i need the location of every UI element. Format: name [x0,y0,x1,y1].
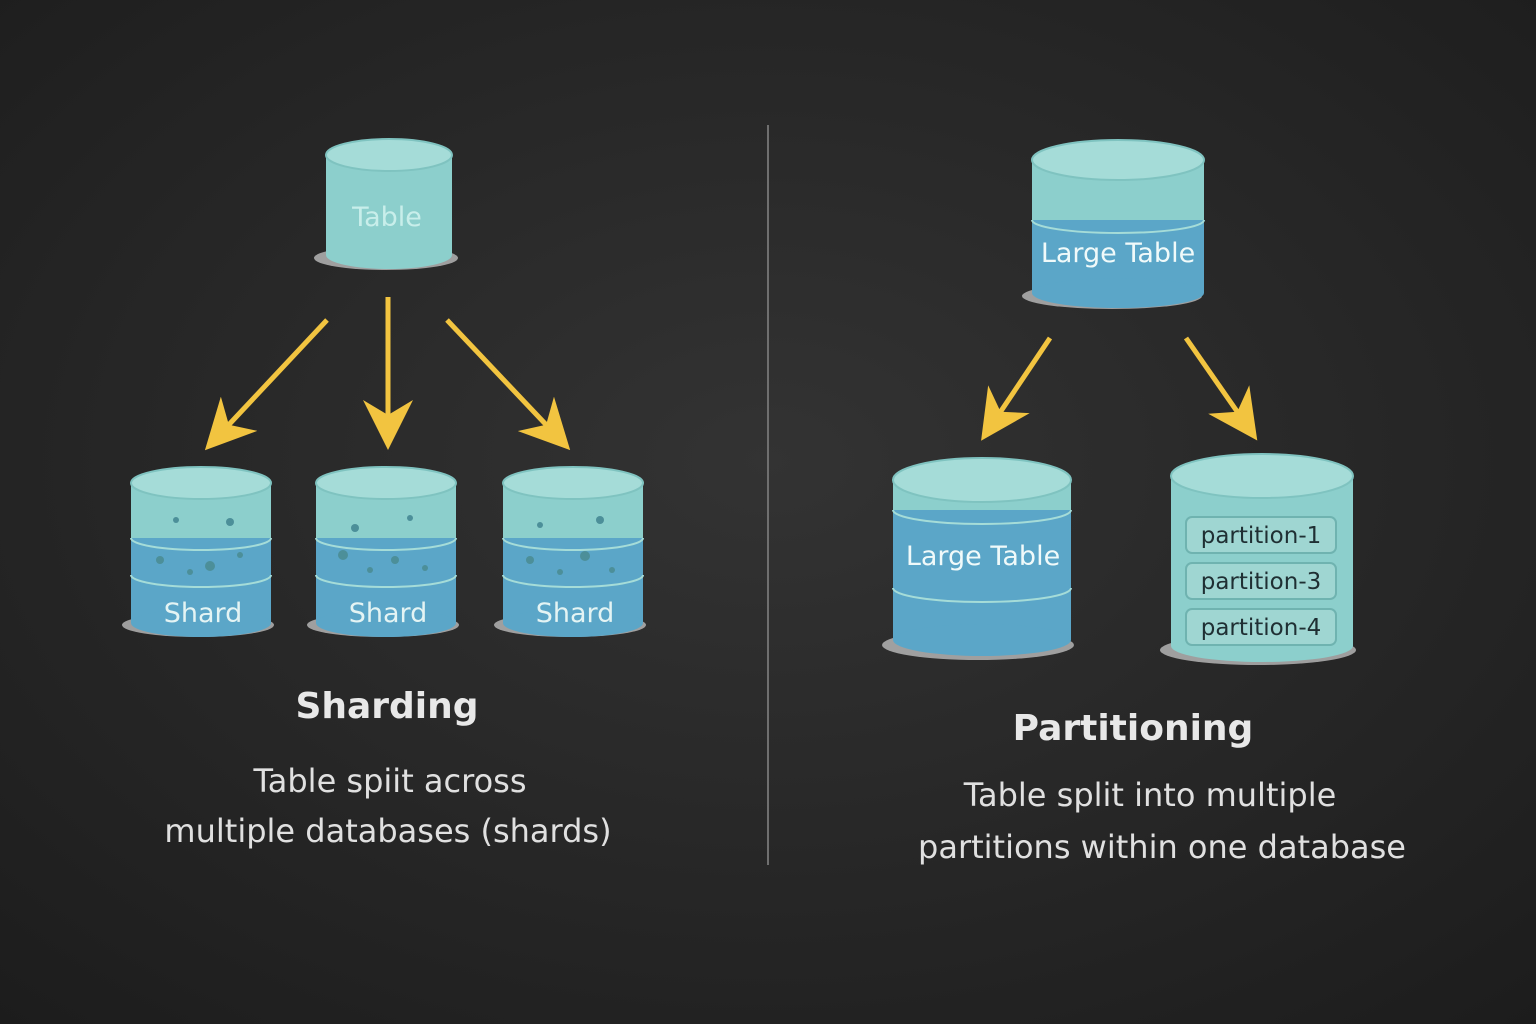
sharding-source-label: Table [351,202,422,233]
partitioning-caption-line-2: partitions within one database [918,828,1406,866]
partitioned-large-table-cylinder: Large Table [882,457,1074,660]
partition-box-1 [1185,516,1337,554]
shard-label-2: Shard [349,598,428,629]
partitioning-arrows [981,336,1258,441]
partitioning-source-label: Large Table [1041,238,1195,269]
partition-box-3 [1185,608,1337,646]
sharding-caption-line-1: Table spiit across [253,762,527,800]
shard-label-1: Shard [164,598,243,629]
shard-cylinder: Shard [494,466,646,637]
arrow-to-partitions [1183,336,1258,441]
arrow-to-shard-1 [204,318,329,451]
shard-cylinder: Shard [307,466,459,637]
arrow-to-large-table [981,336,1053,441]
sharding-source-table: Table [314,138,458,270]
partition-box-2 [1185,562,1337,600]
arrow-to-shard-3 [445,318,571,451]
shard-label-3: Shard [536,598,615,629]
partitioning-caption-line-1: Table split into multiple [963,776,1337,814]
sharding-title: Sharding [295,686,478,727]
partition-label-2: partition-3 [1201,569,1322,595]
partitioning-title: Partitioning [1013,708,1254,749]
partition-label-1: partition-1 [1201,523,1322,549]
sharding-caption-line-2: multiple databases (shards) [164,812,611,850]
partitions-cylinder: partition-1 partition-3 partition-4 [1160,453,1356,665]
shard-cylinder: Shard [122,466,274,637]
partitioning-source-table: Large Table [1022,139,1205,309]
partition-label-3: partition-4 [1201,615,1322,641]
sharding-arrows [204,297,571,451]
partitioned-large-table-label: Large Table [906,541,1060,572]
